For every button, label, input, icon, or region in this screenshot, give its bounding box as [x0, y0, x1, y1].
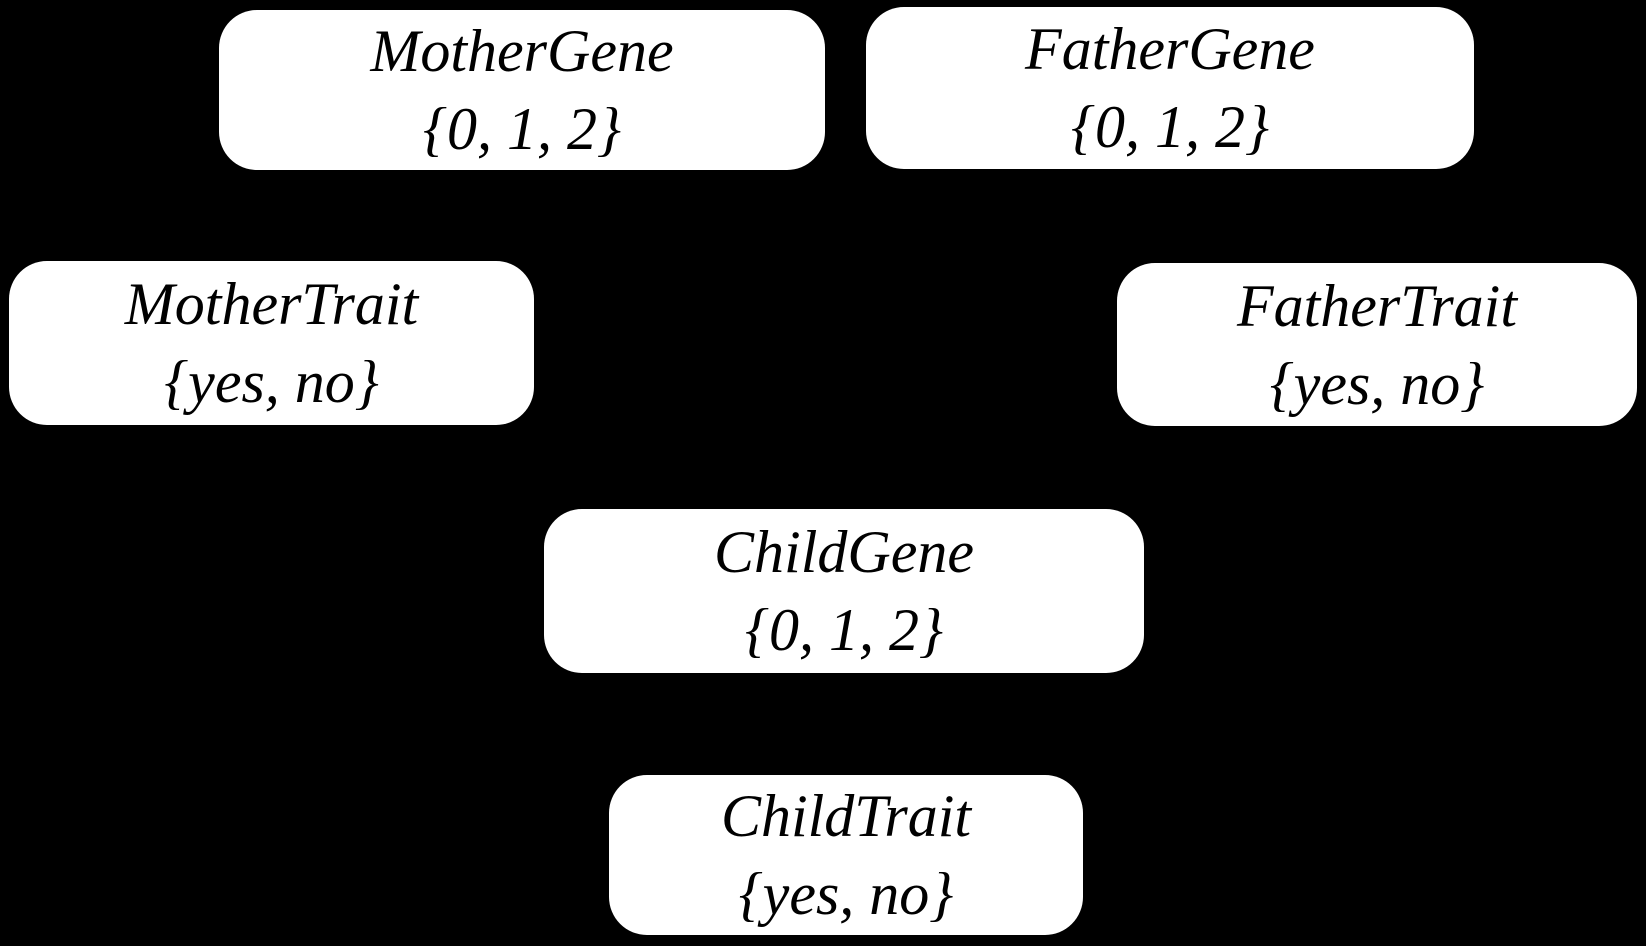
node-domain-values: {0, 1, 2} [423, 96, 621, 162]
node-title: ChildTrait [720, 783, 972, 849]
node-child-trait: ChildTrait {yes, no} [609, 775, 1083, 935]
node-domain-values: {yes, no} [164, 349, 379, 415]
node-title: ChildGene [714, 519, 974, 585]
node-domain-values: {0, 1, 2} [745, 597, 943, 663]
node-domain-values: {0, 1, 2} [1071, 94, 1269, 160]
node-title: FatherTrait [1236, 272, 1518, 339]
node-title: FatherGene [1025, 16, 1315, 82]
node-title: MotherGene [370, 18, 674, 84]
node-father-trait: FatherTrait {yes, no} [1117, 263, 1637, 426]
node-child-gene: ChildGene {0, 1, 2} [544, 509, 1144, 673]
node-mother-gene: MotherGene {0, 1, 2} [219, 10, 825, 170]
node-title: MotherTrait [124, 271, 419, 337]
node-domain-values: {yes, no} [738, 861, 954, 927]
node-father-gene: FatherGene {0, 1, 2} [866, 7, 1474, 169]
node-domain-values: {yes, no} [1269, 350, 1485, 417]
node-mother-trait: MotherTrait {yes, no} [9, 261, 534, 425]
